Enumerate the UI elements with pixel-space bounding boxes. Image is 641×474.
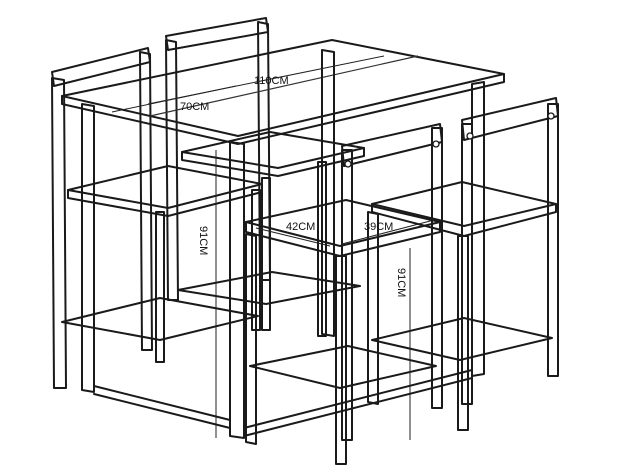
stool-width-label: 42CM [286,221,315,233]
table-width-label: 70CM [180,101,209,113]
front-left-stool [245,123,443,465]
back-right-stool [165,17,365,337]
dimension-lines [111,55,435,440]
front-right-stool [367,97,559,431]
stool-height-label: 91CM [395,268,407,297]
table-length-label: 110CM [254,75,289,87]
stool-depth-label: 39CM [364,221,393,233]
table-height-label: 91CM [197,226,209,255]
bar-table [61,39,505,439]
